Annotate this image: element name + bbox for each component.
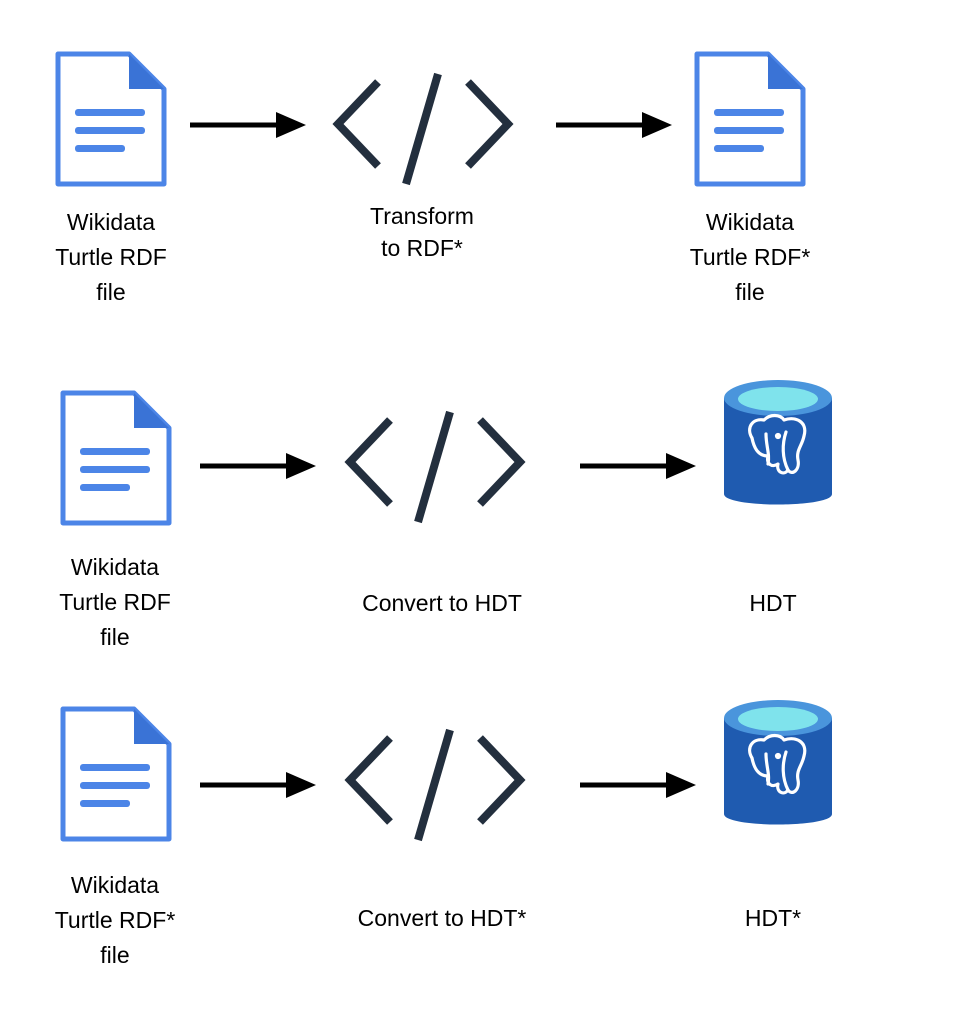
source-label: Wikidata Turtle RDF* file bbox=[0, 868, 235, 973]
code-brackets-icon bbox=[344, 728, 526, 842]
code-brackets-icon bbox=[344, 410, 526, 524]
document-icon bbox=[60, 390, 172, 526]
label-line: Turtle RDF bbox=[59, 589, 171, 615]
document-icon bbox=[55, 51, 167, 187]
label-line: HDT bbox=[749, 590, 797, 616]
label-line: Convert to HDT* bbox=[357, 905, 527, 931]
process-label: Transform to RDF* bbox=[302, 200, 542, 264]
label-line: Wikidata bbox=[705, 209, 795, 235]
document-icon bbox=[60, 706, 172, 842]
arrow-icon bbox=[580, 772, 696, 798]
target-label: Wikidata Turtle RDF* file bbox=[630, 205, 870, 310]
process-label: Convert to HDT* bbox=[322, 901, 562, 936]
label-line: file bbox=[96, 279, 126, 305]
label-line: Turtle RDF bbox=[55, 244, 167, 270]
arrow-icon bbox=[556, 112, 672, 138]
label-line: Convert to HDT bbox=[362, 590, 522, 616]
arrow-icon bbox=[200, 772, 316, 798]
process-label: Convert to HDT bbox=[322, 586, 562, 621]
label-line: file bbox=[100, 624, 130, 650]
source-label: Wikidata Turtle RDF file bbox=[0, 205, 231, 310]
postgresql-database-icon bbox=[724, 380, 832, 505]
label-line: Wikidata bbox=[70, 554, 160, 580]
arrow-icon bbox=[190, 112, 306, 138]
document-icon bbox=[694, 51, 806, 187]
target-label: HDT* bbox=[653, 901, 893, 936]
source-label: Wikidata Turtle RDF file bbox=[0, 550, 235, 655]
label-line: file bbox=[100, 942, 130, 968]
postgresql-database-icon bbox=[724, 700, 832, 825]
arrow-icon bbox=[200, 453, 316, 479]
target-label: HDT bbox=[653, 586, 893, 621]
arrow-icon bbox=[580, 453, 696, 479]
code-brackets-icon bbox=[332, 72, 514, 186]
label-line: to RDF* bbox=[381, 235, 463, 261]
label-line: Wikidata bbox=[66, 209, 156, 235]
label-line: Turtle RDF* bbox=[689, 244, 811, 270]
label-line: HDT* bbox=[744, 905, 802, 931]
label-line: Wikidata bbox=[70, 872, 160, 898]
label-line: Transform bbox=[370, 203, 474, 229]
label-line: Turtle RDF* bbox=[54, 907, 176, 933]
label-line: file bbox=[735, 279, 765, 305]
